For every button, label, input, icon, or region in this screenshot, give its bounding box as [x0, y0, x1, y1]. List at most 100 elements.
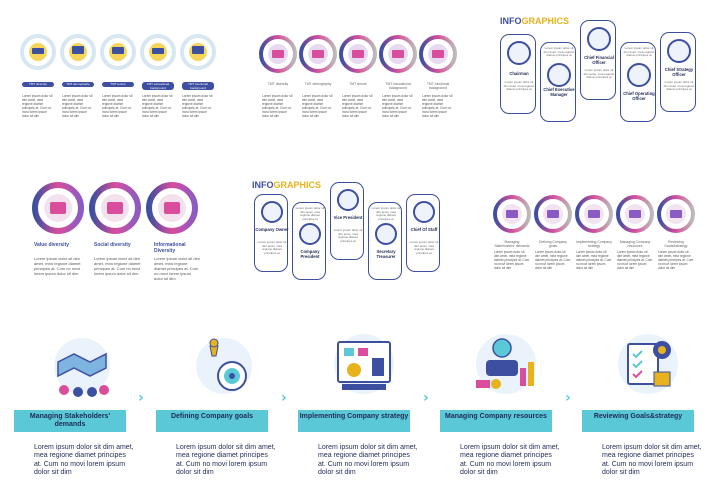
step-text-2: Lorem ipsum dolor sit dim amet, mea regi…: [318, 444, 418, 477]
panel-tmt-gradient: TMT diversity TMT demography TMT tenure …: [256, 32, 461, 127]
p3-card-2-title: Chief Financial Officer: [584, 55, 614, 65]
arrow-right-icon-1: ›: [281, 390, 287, 406]
p5-card-0-text: Lorem ipsum dolor sit dim amet, mea regi…: [257, 240, 287, 255]
p3-card-0: Chairman Lorem ipsum dolor sit dim amet,…: [500, 34, 536, 114]
gradient-ring-chain: [259, 35, 457, 73]
p2-label-1: TMT demography: [304, 82, 332, 86]
step-text-0: Lorem ipsum dolor sit dim amet, mea regi…: [34, 444, 134, 477]
p5-card-3-title: Secretary Treasurer: [376, 249, 396, 259]
p5-card-4-title: Chief Of Staff: [410, 227, 438, 232]
p1-label-2: TMT tenure: [102, 82, 134, 87]
step-banner-2: Implementing Company strategy: [298, 410, 410, 432]
p3-card-2-text: Lorem ipsum dolor sit dim amet, mea regi…: [583, 68, 615, 80]
arrow-right-icon-0: ›: [138, 390, 144, 406]
p3-card-0-title: Chairman: [509, 71, 529, 76]
p5-card-3: Lorem ipsum dolor sit dim amet, mea regi…: [368, 202, 402, 280]
p5-card-2-text: Lorem ipsum dolor sit dim amet, mea regi…: [333, 228, 363, 243]
p4-caption-2: Lorem ipsum dolor sit dim amet, mea regi…: [154, 256, 200, 281]
p1-caption-2: Lorem ipsum dolor sit dim amet, mea regi…: [102, 94, 133, 118]
steps-row: Managing Stakeholders' demands › Lorem i…: [0, 326, 720, 496]
diversity-rings: [32, 182, 198, 234]
p1-label-4: TMT functional background: [182, 82, 214, 90]
p2-label-4: TMT functional background: [426, 82, 450, 90]
p3-card-3-title: Chief Operating Officer: [623, 91, 655, 101]
p5-card-2-title: Vice President: [333, 215, 363, 220]
step-text-1: Lorem ipsum dolor sit dim amet, mea regi…: [176, 444, 276, 477]
review-checklist-icon: [618, 334, 678, 394]
p2-caption-2: Lorem ipsum dolor sit dim amet, mea regi…: [342, 94, 373, 118]
p4-label-0: Value diversity: [34, 242, 70, 248]
p5-card-2-icon: [337, 189, 359, 211]
p3-card-4-icon: [667, 39, 691, 63]
p5-card-1: Lorem ipsum dolor sit dim amet, mea regi…: [292, 202, 326, 280]
p3-brand: INFOGRAPHICS: [500, 16, 569, 26]
p1-caption-3: Lorem ipsum dolor sit dim amet, mea regi…: [142, 94, 173, 118]
p2-label-3: TMT educational background: [385, 82, 411, 90]
p6-caption-3: Lorem ipsum dolor sit dim amet, mea regi…: [617, 250, 653, 270]
p3-card-2-icon: [587, 27, 611, 51]
p2-caption-1: Lorem ipsum dolor sit dim amet, mea regi…: [302, 94, 333, 118]
p5-card-3-text: Lorem ipsum dolor sit dim amet, mea regi…: [371, 206, 401, 221]
target-icon: [196, 338, 252, 394]
panel-tmt-yellow: TMT diversity TMT demography TMT tenure …: [18, 32, 223, 122]
strategy-board-icon: [334, 334, 394, 394]
p3-card-0-text: Lorem ipsum dolor sit dim amet, mea regi…: [503, 80, 535, 92]
p6-label-4: Reviewing Goals&strategy: [664, 240, 688, 248]
p3-card-1-title: Chief Executive Manager: [543, 87, 575, 97]
p2-caption-4: Lorem ipsum dolor sit dim amet, mea regi…: [422, 94, 453, 118]
p1-caption-1: Lorem ipsum dolor sit dim amet, mea regi…: [62, 94, 93, 118]
p5-card-3-icon: [375, 223, 397, 245]
p5-card-1-text: Lorem ipsum dolor sit dim amet, mea regi…: [295, 206, 325, 221]
p5-card-4-text: Lorem ipsum dolor sit dim amet, mea regi…: [409, 240, 439, 255]
p3-card-4: Chief Strategy Officer Lorem ipsum dolor…: [660, 32, 696, 112]
p5-card-1-icon: [299, 223, 321, 245]
panel-org-chart-1: INFOGRAPHICS Chairman Lorem ipsum dolor …: [498, 14, 710, 126]
step-text-3: Lorem ipsum dolor sit dim amet, mea regi…: [460, 444, 560, 477]
p1-caption-4: Lorem ipsum dolor sit dim amet, mea regi…: [182, 94, 213, 118]
p5-card-2: Vice President Lorem ipsum dolor sit dim…: [330, 182, 364, 260]
p2-label-0: TMT diversity: [267, 82, 289, 86]
step-banner-0: Managing Stakeholders' demands: [14, 410, 126, 432]
panel-org-chart-2: INFOGRAPHICS Company Owner Lorem ipsum d…: [250, 180, 445, 290]
p3-card-0-icon: [507, 41, 531, 65]
p1-label-1: TMT demography: [62, 82, 94, 87]
p5-card-0-icon: [261, 201, 283, 223]
step-text-4: Lorem ipsum dolor sit dim amet, mea regi…: [602, 444, 702, 477]
ring-chain: [20, 34, 216, 70]
p3-brand-a: INFO: [500, 16, 522, 26]
p5-card-4: Chief Of Staff Lorem ipsum dolor sit dim…: [406, 194, 440, 272]
p4-label-2: Informational Diversity: [154, 242, 186, 254]
step-banner-1: Defining Company goals: [156, 410, 268, 432]
step-banner-3: Managing Company resources: [440, 410, 552, 432]
p3-card-1-icon: [547, 63, 571, 87]
p5-card-0: Company Owner Lorem ipsum dolor sit dim …: [254, 194, 289, 272]
p6-label-2: Implementing Company strategy: [576, 240, 612, 248]
p4-label-1: Social diversity: [94, 242, 131, 248]
panel-management-steps-mini: Managing Stakeholders' demands Defining …: [490, 192, 700, 282]
p2-label-2: TMT tenure: [349, 82, 367, 86]
p6-label-0: Managing Stakeholders' demands: [494, 240, 530, 248]
p3-card-4-text: Lorem ipsum dolor sit dim amet, mea regi…: [663, 80, 695, 92]
handshake-icon: [54, 338, 110, 397]
p1-label-3: TMT educational background: [142, 82, 174, 90]
p6-caption-4: Lorem ipsum dolor sit dim amet, mea regi…: [658, 250, 694, 270]
p3-card-2: Chief Financial Officer Lorem ipsum dolo…: [580, 20, 616, 100]
p6-caption-2: Lorem ipsum dolor sit dim amet, mea regi…: [576, 250, 612, 270]
p6-label-3: Managing Company resources: [619, 240, 651, 248]
p3-card-3-icon: [627, 63, 651, 87]
p5-brand-a: INFO: [252, 180, 274, 190]
p5-card-1-title: Company President: [300, 249, 320, 259]
p2-caption-0: Lorem ipsum dolor sit dim amet, mea regi…: [262, 94, 293, 118]
mini-ring-chain: [493, 195, 695, 233]
p6-caption-1: Lorem ipsum dolor sit dim amet, mea regi…: [535, 250, 571, 270]
panel-diversity: Value diversity Social diversity Informa…: [30, 180, 200, 290]
p4-caption-1: Lorem ipsum dolor sit dim amet, mea regi…: [94, 256, 141, 276]
p3-card-4-title: Chief Strategy Officer: [664, 67, 694, 77]
p3-card-3-text: Lorem ipsum dolor sit dim amet, mea regi…: [623, 46, 655, 58]
p3-card-1: Lorem ipsum dolor sit dim amet, mea regi…: [540, 42, 576, 122]
p5-card-0-title: Company Owner: [255, 227, 289, 232]
p6-label-1: Defining Company goals: [539, 240, 567, 248]
step-banner-4: Reviewing Goals&strategy: [582, 410, 694, 432]
arrow-right-icon-3: ›: [565, 390, 571, 406]
resources-icon: [476, 334, 536, 394]
